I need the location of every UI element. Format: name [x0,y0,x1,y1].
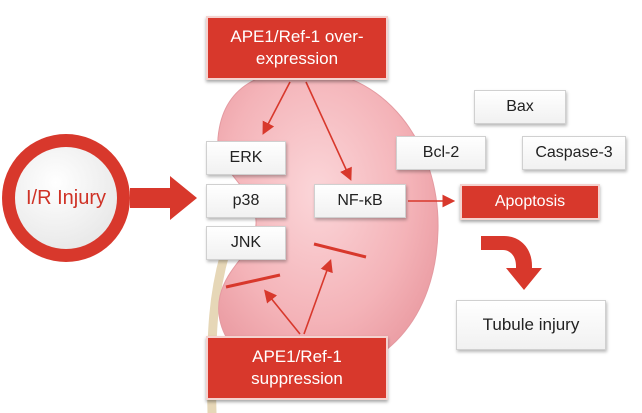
bcl2-node: Bcl-2 [396,136,486,170]
inhibition-bar-left [225,273,281,289]
injury-label: I/R Injury [25,186,107,209]
arrow-suppression-right [303,258,333,335]
arrow-suppression-left [263,289,301,335]
arrow-apoptosis-to-tubule [481,222,542,290]
caspase3-node: Caspase-3 [522,136,626,170]
inhibition-bar-right [313,242,367,259]
ape1-overexpression-box: APE1/Ref-1 over- expression [206,16,388,80]
injury-arrow [130,176,197,220]
kidney-shape [217,69,439,377]
bax-node: Bax [474,90,566,124]
p38-node: p38 [206,184,286,218]
overexpression-line1: APE1/Ref-1 over- [230,27,364,46]
arrow-over-to-erk [262,81,291,135]
injury-circle-inner [15,147,117,249]
suppression-line1: APE1/Ref-1 [252,347,342,366]
tubule-injury-node: Tubule injury [456,300,606,350]
apoptosis-node: Apoptosis [460,184,600,220]
erk-node: ERK [206,141,286,175]
overexpression-line2: expression [255,49,339,68]
nfkb-node: NF-κB [314,184,406,218]
ape1-suppression-box: APE1/Ref-1 suppression [206,336,388,400]
arrow-over-to-nfkb [305,81,352,181]
suppression-line2: suppression [251,369,343,388]
jnk-node: JNK [206,226,286,260]
